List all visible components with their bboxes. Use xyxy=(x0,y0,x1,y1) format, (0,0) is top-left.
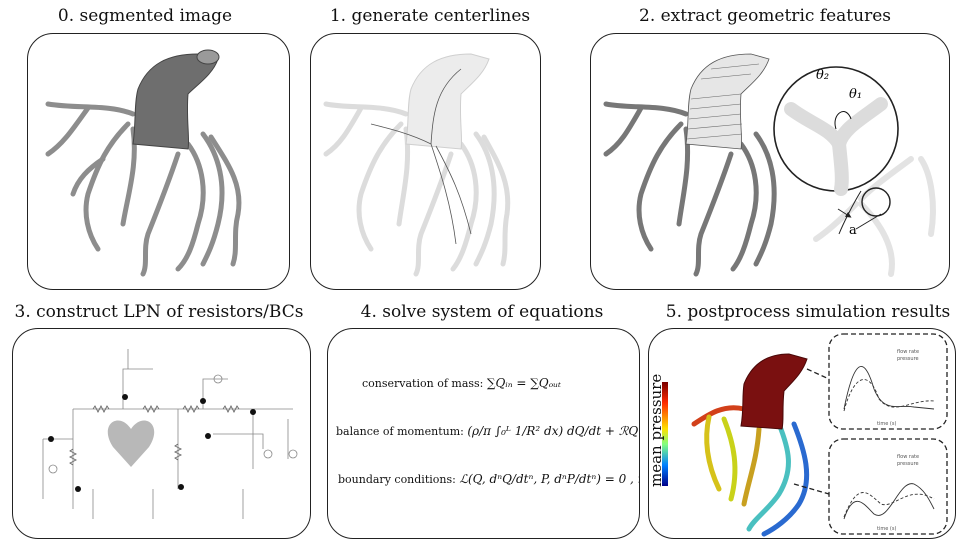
vessel-tree-illustration xyxy=(45,49,242,277)
mass-equation: conservation of mass: ∑Qᵢₙ = ∑Qₒᵤₜ xyxy=(362,376,561,390)
panel-segmented-image xyxy=(27,33,290,290)
theta2-label: θ₂ xyxy=(816,68,829,83)
panel-title-segmented: 0. segmented image xyxy=(57,6,233,26)
lpn-circuit-diagram xyxy=(42,349,298,519)
colorbar-label: mean pressure xyxy=(648,373,665,487)
mass-formula: ∑Qᵢₙ = ∑Qₒᵤₜ xyxy=(486,376,562,390)
panel-equations: conservation of mass: ∑Qᵢₙ = ∑Qₒᵤₜ balan… xyxy=(327,328,640,539)
legend-pressure-bottom: pressure xyxy=(897,461,919,467)
bc-formula: ℒ(Q, dⁿQ/dtⁿ, P, dⁿP/dtⁿ) = 0 , n = 1,2 xyxy=(459,472,639,486)
time-label-bottom: time (s) xyxy=(877,526,896,532)
panel-lpn-circuit xyxy=(12,328,311,539)
momentum-formula: (ρ/π ∫₀ᴸ 1/R² dx) dQ/dt + ℛQ + ΔP = 0 xyxy=(467,424,639,438)
theta1-label: θ₁ xyxy=(849,87,862,102)
legend-pressure-top: pressure xyxy=(897,356,919,362)
mass-label: conservation of mass: xyxy=(362,377,484,390)
panel-postprocess: flow rate pressure time (s) flow rate pr… xyxy=(648,328,956,539)
panel-title-centerlines: 1. generate centerlines xyxy=(329,6,531,26)
centerline-illustration xyxy=(323,53,511,277)
panel-title-postprocess: 5. postprocess simulation results xyxy=(665,302,951,322)
panel-title-solve: 4. solve system of equations xyxy=(360,302,604,322)
postprocess-illustration: flow rate pressure time (s) flow rate pr… xyxy=(662,333,948,537)
zoom-inset xyxy=(773,66,899,196)
geometric-features-illustration: θ₂ θ₁ a xyxy=(603,53,936,277)
momentum-equation: balance of momentum: (ρ/π ∫₀ᴸ 1/R² dx) d… xyxy=(336,424,639,438)
panel-centerlines xyxy=(310,33,541,290)
colorbar xyxy=(662,382,668,486)
panel-title-geometric: 2. extract geometric features xyxy=(639,6,891,26)
radius-label: a xyxy=(849,223,857,238)
legend-flow-top: flow rate xyxy=(897,349,919,355)
momentum-label: balance of momentum: xyxy=(336,425,464,438)
panel-geometric-features: θ₂ θ₁ a xyxy=(590,33,950,290)
time-label-top: time (s) xyxy=(877,421,896,427)
bc-label: boundary conditions: xyxy=(338,473,456,486)
legend-flow-bottom: flow rate xyxy=(897,454,919,460)
bc-equation: boundary conditions: ℒ(Q, dⁿQ/dtⁿ, P, dⁿ… xyxy=(338,472,639,486)
heart-icon xyxy=(107,420,155,467)
panel-title-lpn: 3. construct LPN of resistors/BCs xyxy=(14,302,304,322)
